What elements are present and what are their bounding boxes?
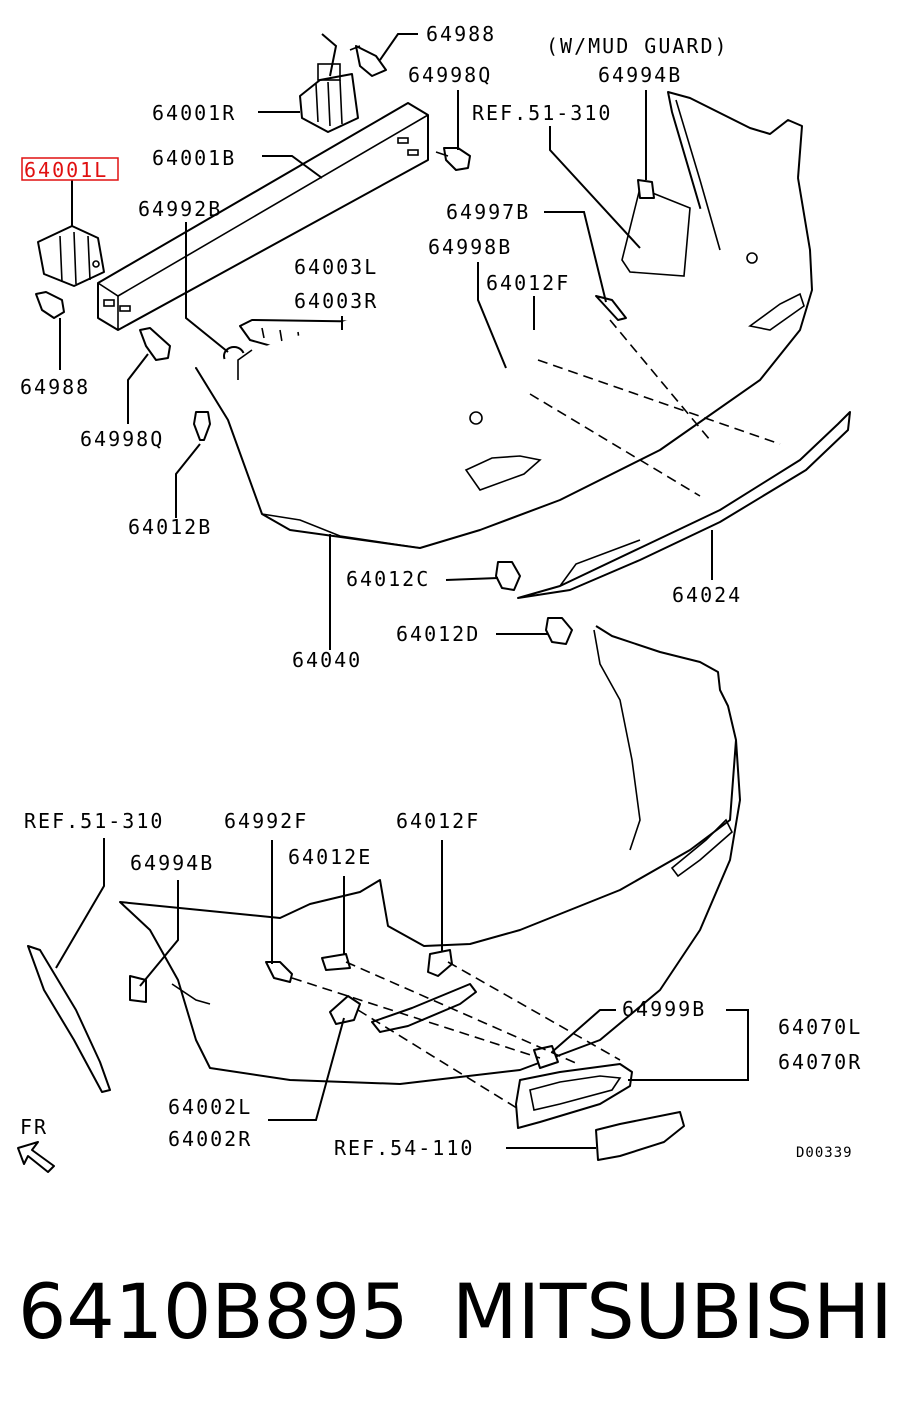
part-label: 64012E [288,845,372,869]
ref-label: REF.54-110 [334,1136,474,1160]
part-label: 64003R [294,289,378,313]
part-label: 64012D [396,622,480,646]
part-label: 64002R [168,1127,252,1151]
retainer [595,295,627,321]
bolt-icon [349,45,387,77]
part-label: 64012F [486,271,570,295]
mud-guard-clip [129,975,147,1003]
part-label: 64998Q [80,427,164,451]
highlight-box [21,157,119,181]
part-label: 64012B [128,515,212,539]
clip-icon [321,953,351,971]
garnish [515,1063,633,1129]
mud-guard-clip [637,179,655,199]
part-number: 6410B895 [18,1266,409,1356]
part-label: 64040 [292,648,362,672]
mud-flap [27,945,111,1093]
ref-label: REF.51-310 [24,809,164,833]
part-label: 64999B [622,997,706,1021]
part-label: 64998Q [408,63,492,87]
part-label: 64988 [20,375,90,399]
part-label: 64002L [168,1095,252,1119]
part-label: 64992B [138,197,222,221]
bolt-icon [35,291,65,319]
part-label: 64003L [294,255,378,279]
part-label: 64012F [396,809,480,833]
ref-label: REF.51-310 [472,101,612,125]
part-label: 64070L [778,1015,862,1039]
brand-name: MITSUBISHI [452,1266,893,1356]
front-arrow-icon [17,1141,55,1173]
clip-icon [193,411,211,441]
part-label: 64997B [446,200,530,224]
drawing-code: D00339 [796,1145,853,1161]
part-label: 64070R [778,1050,862,1074]
lower-panel [517,411,851,599]
clip-icon [427,949,453,977]
part-label: 64992F [224,809,308,833]
reinforcement-beam [97,102,429,331]
bracket-left [37,225,105,287]
bumper-inner-lower [371,983,477,1033]
screw-icon [265,961,293,983]
part-label: 64012C [346,567,430,591]
bolt-icon [435,147,471,171]
part-label: 64994B [130,851,214,875]
caption: 6410B895 MITSUBISHI [0,1256,909,1366]
clip-icon [495,561,521,591]
bolt-icon [139,327,171,361]
bracket-right [299,63,359,133]
part-label: 64998B [428,235,512,259]
note-mud-guard: (W/MUD GUARD) [546,34,729,58]
part-label: 64001B [152,146,236,170]
part-label: 64001R [152,101,236,125]
part-label: 64994B [598,63,682,87]
bracket-64002 [329,995,361,1025]
front-label: FR [20,1115,48,1139]
clip-icon [545,617,573,645]
reflector [595,1111,685,1161]
part-label: 64988 [426,22,496,46]
part-label: 64024 [672,583,742,607]
part-label-highlighted: 64001L [24,158,108,182]
